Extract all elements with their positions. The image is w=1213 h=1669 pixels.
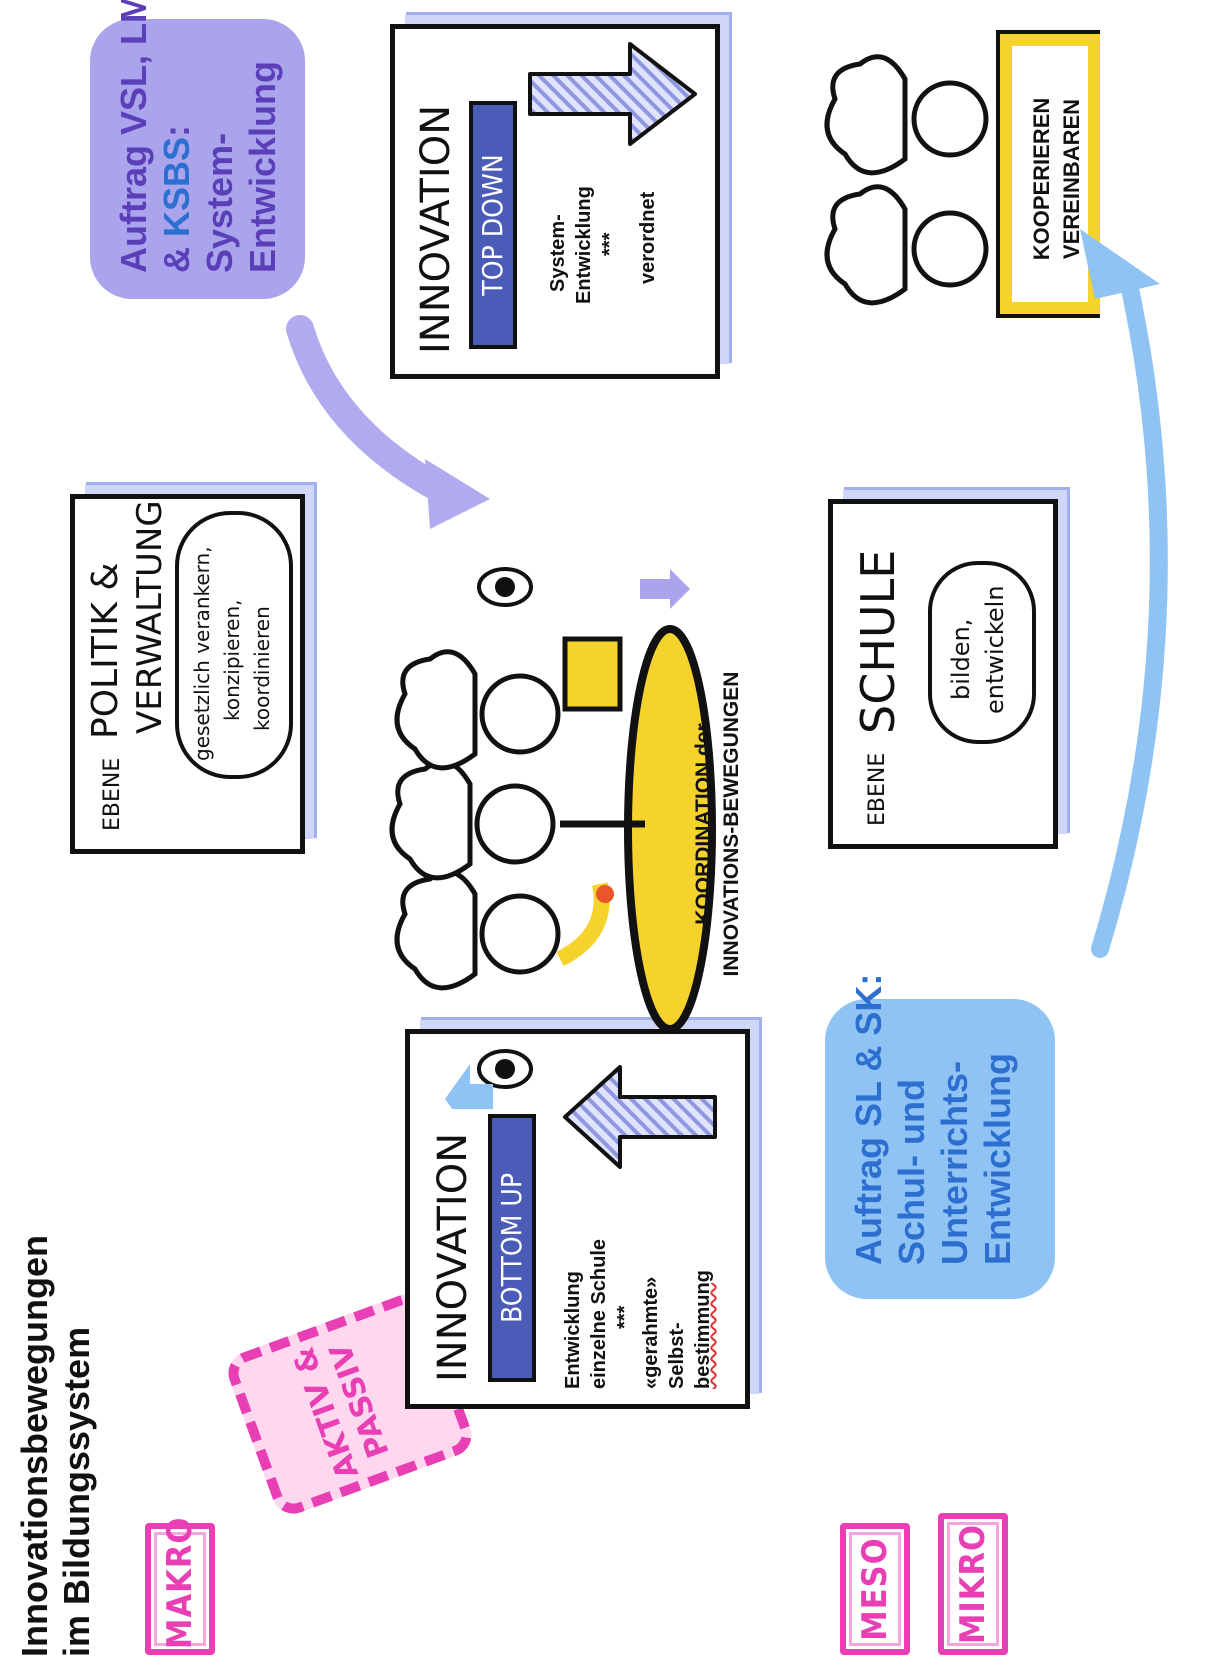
koordination-illustration	[389, 567, 716, 1109]
chef-koop-right	[824, 54, 989, 176]
blob-schule-line-3: Unterrichts-	[934, 1060, 975, 1265]
bottom-up-text: Entwicklung einzelne Schule *** «gerahmt…	[560, 1189, 716, 1389]
politik-card: EBENE POLITIK & VERWALTUNG gesetzlich ve…	[70, 494, 305, 854]
koordination-caption: KOORDINATION der INNOVATIONS-BEWEGUNGEN	[690, 589, 746, 1059]
chef-left	[394, 869, 614, 991]
bottom-up-text-line-1: Entwicklung	[562, 1271, 584, 1389]
blob-schule-line-1: Auftrag SL & SK:	[848, 973, 889, 1265]
politik-cloud-line-1: gesetzlich verankern,	[190, 546, 214, 761]
koordination-caption-line-2: INNOVATIONS-BEWEGUNGEN	[720, 671, 743, 977]
blob-schule-line-2: Schul- und	[891, 1079, 932, 1265]
bottom-up-text-line-5: Selbst-	[666, 1322, 688, 1389]
top-down-card-title: INNOVATION	[413, 104, 459, 354]
bottom-up-text-line-6: bestimmung	[692, 1270, 714, 1389]
cooking-pot	[624, 625, 716, 1033]
title-line-1: Innovationsbewegungen	[14, 1234, 55, 1657]
top-down-text-line-3: ***	[599, 232, 621, 256]
right-eye-icon	[477, 567, 533, 607]
kooperieren-sign	[998, 32, 1100, 316]
top-down-text-line-2: Entwicklung	[573, 186, 595, 304]
kooperieren-line-2: VEREINBAREN	[1059, 98, 1084, 260]
schule-cloud: bilden, entwickeln	[928, 561, 1036, 744]
politik-cloud-line-3: koordinieren	[250, 606, 274, 731]
blob-schule-line-4: Entwicklung	[977, 1052, 1018, 1265]
kooperieren-line-1: KOOPERIEREN	[1029, 97, 1054, 261]
left-arrow-icon	[445, 1064, 493, 1109]
bottom-up-text-line-2: einzelne Schule	[588, 1238, 610, 1389]
politik-prefix: EBENE	[100, 757, 125, 831]
chef-middle	[389, 759, 645, 881]
koordination-caption-line-1: KOORDINATION der	[692, 723, 715, 925]
bottom-up-card-title: INNOVATION	[430, 1132, 476, 1382]
arrow-system-head-icon	[425, 459, 490, 529]
kooperieren-illustration	[824, 30, 1100, 318]
blob-system-line-4: Entwicklung	[242, 60, 283, 273]
left-eye-icon	[477, 1049, 533, 1089]
top-down-text-line-1: System-	[547, 214, 569, 292]
schule-title: SCHULE	[851, 549, 905, 734]
up-arrow-icon	[563, 1065, 717, 1169]
blob-system-line-2: & KSBS:	[155, 45, 198, 273]
makro-tag: MAKRO	[145, 1517, 215, 1655]
politik-cloud-line-2: konzipieren,	[220, 599, 244, 721]
meso-label: MESO	[855, 1537, 895, 1641]
top-down-ribbon: TOP DOWN	[469, 101, 517, 349]
right-arrow-icon	[640, 569, 690, 609]
schule-card: EBENE SCHULE bilden, entwickeln	[828, 499, 1058, 849]
top-down-text: System- Entwicklung *** verordnet	[545, 154, 661, 304]
schule-cloud-line-2: entwickeln	[981, 585, 1009, 714]
blob-system-line-3: System-	[199, 132, 240, 273]
top-down-card: INNOVATION TOP DOWN System- Entwicklung …	[390, 24, 720, 379]
makro-label: MAKRO	[160, 1516, 200, 1649]
blob-system-colon: :	[156, 124, 197, 137]
politik-title-line-1: POLITIK &	[85, 562, 126, 739]
kooperieren-label: KOOPERIEREN VEREINBAREN	[1027, 64, 1087, 294]
politik-title-line-2: VERWALTUNG	[130, 500, 170, 734]
down-arrow-icon	[528, 42, 697, 146]
blob-schule: Auftrag SL & SK: Schul- und Unterrichts-…	[825, 973, 1055, 1299]
bottom-up-text-line-4: «gerahmte»	[640, 1276, 662, 1389]
top-down-text-line-4: verordnet	[637, 191, 659, 284]
title-line-2: im Bildungssystem	[56, 1326, 97, 1657]
bottom-up-ribbon: BOTTOM UP	[488, 1114, 536, 1382]
meso-tag: MESO	[840, 1523, 910, 1655]
blob-system-line-2a: &	[156, 237, 197, 273]
chef-right	[394, 636, 623, 771]
schule-cloud-line-1: bilden,	[947, 618, 975, 700]
chef-koop-left	[824, 184, 989, 306]
bottom-up-text-line-3: ***	[614, 1305, 636, 1329]
politik-cloud: gesetzlich verankern, konzipieren, koord…	[175, 511, 293, 779]
mikro-tag: MIKRO	[938, 1513, 1008, 1655]
blob-system-line-1: Auftrag VSL, LMB	[113, 0, 154, 273]
schule-prefix: EBENE	[865, 752, 890, 826]
arrow-schule-to-kooperieren	[1091, 280, 1168, 958]
bottom-up-card: INNOVATION BOTTOM UP Entwicklung einzeln…	[405, 1029, 750, 1409]
blob-system-ksbs: KSBS	[156, 136, 197, 237]
main-title: Innovationsbewegungen im Bildungssystem	[14, 1235, 98, 1657]
mikro-label: MIKRO	[953, 1523, 993, 1645]
blob-system: Auftrag VSL, LMB & KSBS: System- Entwick…	[90, 0, 305, 299]
